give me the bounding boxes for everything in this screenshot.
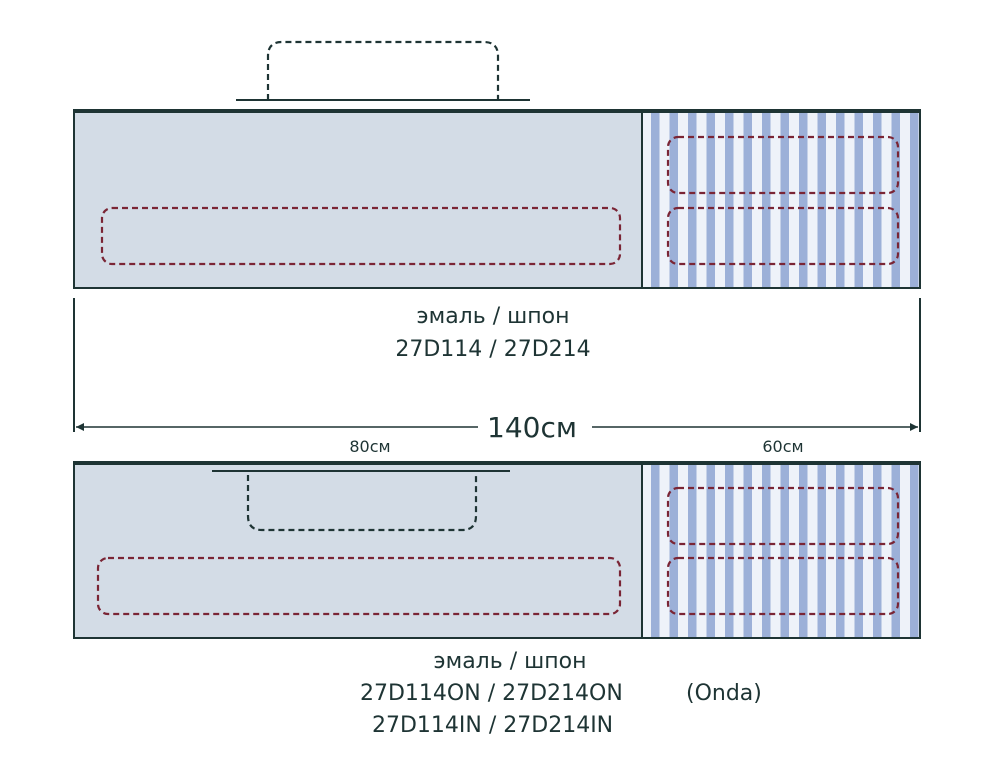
- bottom-right-drawer-2: [666, 556, 900, 616]
- dimension-lines: [73, 298, 921, 432]
- top-right-drawer-2: [666, 206, 900, 266]
- total-width-label: 140см: [487, 411, 577, 444]
- bottom-cabinet: [73, 461, 921, 639]
- onda-note: (Onda): [686, 681, 762, 706]
- top-left-panel: [74, 110, 642, 288]
- bottom-left-drawer: [96, 556, 622, 616]
- bottom-right-panel: [642, 462, 920, 638]
- top-right-panel: [642, 110, 920, 288]
- top-right-drawer-1: [666, 135, 900, 195]
- top-cabinet: [73, 40, 921, 289]
- bottom-handle-recess: [246, 475, 478, 532]
- bottom-right-drawer-1: [666, 486, 900, 546]
- bottom-codes-line1: 27D114ON / 27D214ON: [360, 681, 623, 706]
- bottom-left-panel: [74, 462, 642, 638]
- arrow-left-icon: [76, 423, 84, 431]
- bottom-material-label: эмаль / шпон: [434, 649, 587, 674]
- arrow-right-icon: [910, 423, 918, 431]
- top-handle-recess: [266, 40, 500, 100]
- left-width-label: 80см: [349, 437, 390, 456]
- bottom-codes-line2: 27D114IN / 27D214IN: [372, 713, 613, 738]
- top-left-drawer: [100, 206, 622, 266]
- right-width-label: 60см: [762, 437, 803, 456]
- top-codes-label: 27D114 / 27D214: [395, 337, 590, 362]
- top-material-label: эмаль / шпон: [417, 304, 570, 329]
